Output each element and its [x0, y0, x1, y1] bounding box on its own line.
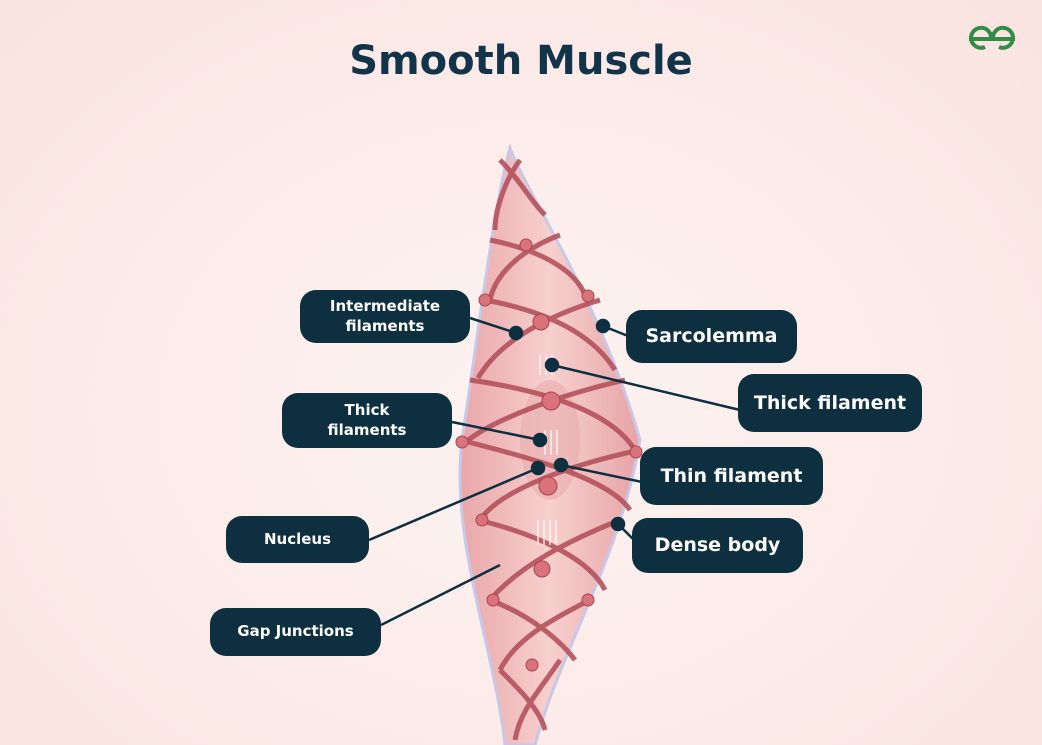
- label-intermediate-filaments: Intermediate filaments: [300, 290, 470, 343]
- label-thick-filaments: Thick filaments: [282, 393, 452, 448]
- label-sarcolemma: Sarcolemma: [626, 310, 797, 363]
- label-gap-junctions: Gap Junctions: [210, 608, 381, 656]
- intermediate-filament-strands: [459, 158, 641, 741]
- leader-lines: [368, 316, 741, 627]
- label-nucleus: Nucleus: [226, 516, 369, 563]
- label-thick-filament: Thick filament: [738, 374, 922, 432]
- label-dense-body: Dense body: [632, 518, 803, 573]
- dense-bodies: [455, 238, 643, 672]
- diagram-title: Smooth Muscle: [349, 38, 693, 84]
- label-thin-filament: Thin filament: [640, 447, 823, 505]
- gfg-logo-icon: [969, 25, 1015, 50]
